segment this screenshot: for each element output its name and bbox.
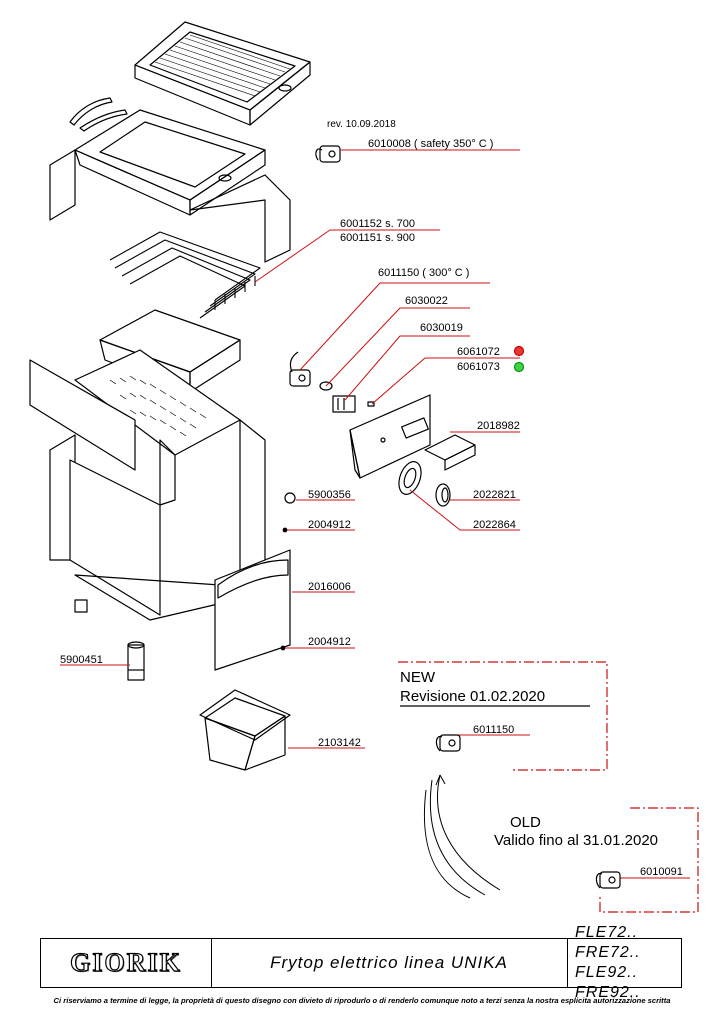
part-2004912-a: 2004912 (308, 519, 351, 531)
nut-5900356 (284, 492, 296, 504)
part-5900451: 5900451 (60, 654, 103, 666)
drip-drawer (199, 689, 291, 771)
part-6011150: 6011150 ( 300° C ) (378, 267, 469, 279)
part-5900356: 5900356 (308, 489, 351, 501)
thermostat-6011150 (289, 351, 311, 387)
switch-6030019 (332, 395, 356, 413)
part-6010008: 6010008 ( safety 350° C ) (368, 138, 493, 150)
copyright-disclaimer: Ci riserviamo a termine di legge, la pro… (53, 996, 671, 1005)
element-support-box (99, 309, 241, 393)
heating-elements (109, 231, 261, 319)
gasket-6030022 (319, 381, 333, 391)
smooth-cooking-plate (49, 109, 291, 263)
indicator-light (367, 401, 375, 407)
logo-cell: GIORIK (41, 939, 212, 987)
leader-lines (60, 149, 690, 879)
part-6061073: 6061073 (457, 361, 500, 373)
side-panel (29, 359, 136, 471)
part-6001151: 6001151 s. 900 (340, 232, 415, 244)
new-part-number: 6011150 (473, 724, 514, 736)
revision-date: rev. 10.09.2018 (327, 119, 396, 130)
models-line-1: FLE72.. FRE72.. (575, 924, 641, 961)
old-part-number: 6010091 (640, 866, 683, 878)
thermostat-new-6011150 (435, 734, 461, 752)
title-block: GIORIK Frytop elettrico linea UNIKA FLE7… (40, 924, 682, 1001)
part-2103142: 2103142 (318, 737, 361, 749)
models-line-2: FLE92.. FRE92.. (575, 964, 641, 1001)
new-revision-box (398, 661, 608, 771)
part-6030022: 6030022 (405, 295, 448, 307)
front-door (214, 549, 291, 671)
red-indicator-dot (513, 345, 525, 357)
part-2022821: 2022821 (473, 489, 516, 501)
side-rails (69, 97, 128, 132)
screw-lower (280, 645, 286, 651)
replacement-arrows (423, 774, 501, 899)
part-2004912-b: 2004912 (308, 636, 351, 648)
old-revision-box (599, 807, 699, 913)
part-2016006: 2016006 (308, 581, 351, 593)
screw-upper (282, 527, 288, 533)
thermostat-old-6010091 (595, 871, 621, 889)
part-6061072: 6061072 (457, 346, 500, 358)
knob-bezel (398, 461, 422, 495)
part-2022864: 2022864 (473, 519, 516, 531)
new-label: NEW (400, 669, 436, 686)
control-panel (349, 394, 431, 479)
part-2018982: 2018982 (477, 420, 520, 432)
old-label: OLD (510, 814, 541, 831)
old-valid-text: Valido fino al 31.01.2020 (494, 832, 658, 849)
part-6001152: 6001152 s. 700 (340, 218, 415, 230)
drawing-title: Frytop elettrico linea UNIKA (211, 939, 568, 987)
thermostat-6010008 (315, 145, 341, 163)
knob (435, 483, 451, 507)
giorik-logo: GIORIK (70, 947, 182, 977)
handle-bracket (424, 434, 476, 471)
ribbed-cooking-plate (134, 21, 311, 126)
green-indicator-dot (513, 361, 525, 373)
adjustable-foot (127, 641, 145, 681)
model-list: FLE72.. FRE72.. FLE92.. FRE92.. (567, 924, 681, 1001)
part-6030019: 6030019 (420, 322, 463, 334)
new-revision-text: Revisione 01.02.2020 (400, 688, 545, 705)
